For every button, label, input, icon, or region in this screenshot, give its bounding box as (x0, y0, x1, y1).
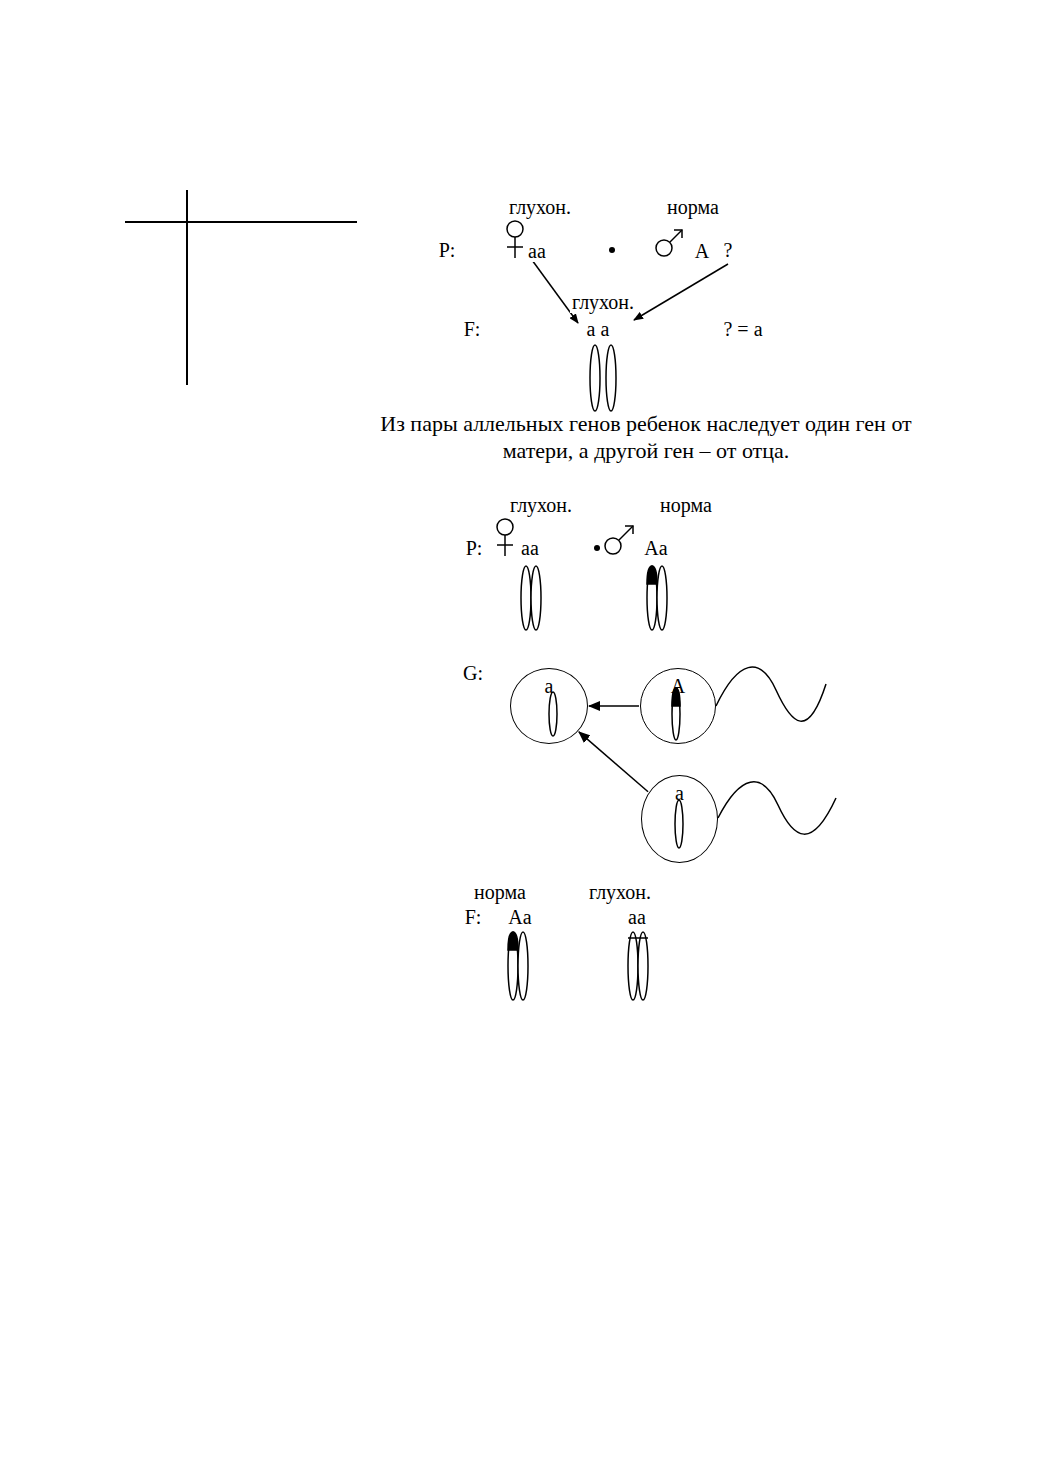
cross-lines (125, 190, 357, 385)
genotype: a a (585, 318, 612, 340)
generation-label: F: (462, 318, 483, 340)
sperm-cell: A (640, 668, 716, 744)
phenotype-label: глухон. (508, 494, 574, 516)
sex-symbols (497, 221, 682, 556)
genotype: Aa (642, 537, 669, 559)
fertilization-arrow (589, 705, 639, 707)
phenotype-label: глухон. (507, 196, 573, 218)
sperm-tails (716, 667, 836, 834)
genotype: aa (519, 537, 541, 559)
phenotype-label: норма (658, 494, 714, 516)
answer-note: ? = a (721, 318, 764, 340)
generation-label: P: (464, 537, 485, 559)
sperm-cell: a (641, 775, 718, 863)
genotype: Aa (506, 906, 533, 928)
allele: A (671, 675, 685, 697)
phenotype-label: глухон. (570, 291, 636, 313)
fertilization-arrow (579, 732, 648, 792)
allele: A (693, 240, 711, 262)
phenotype-label: норма (472, 881, 528, 903)
allele: a (675, 782, 684, 804)
generation-label: F: (463, 906, 484, 928)
explanation-text: Из пары аллельных генов ребенок наследуе… (374, 410, 918, 464)
phenotype-label: глухон. (587, 881, 653, 903)
phenotype-label: норма (665, 196, 721, 218)
unknown-allele: ? (722, 239, 735, 261)
generation-label: P: (437, 239, 458, 261)
allele: a (545, 675, 554, 697)
generation-label: G: (461, 662, 485, 684)
inheritance-arrows (532, 260, 728, 323)
genotype: aa (626, 906, 648, 928)
genotype: aa (526, 240, 548, 262)
egg-cell: a (510, 668, 588, 744)
